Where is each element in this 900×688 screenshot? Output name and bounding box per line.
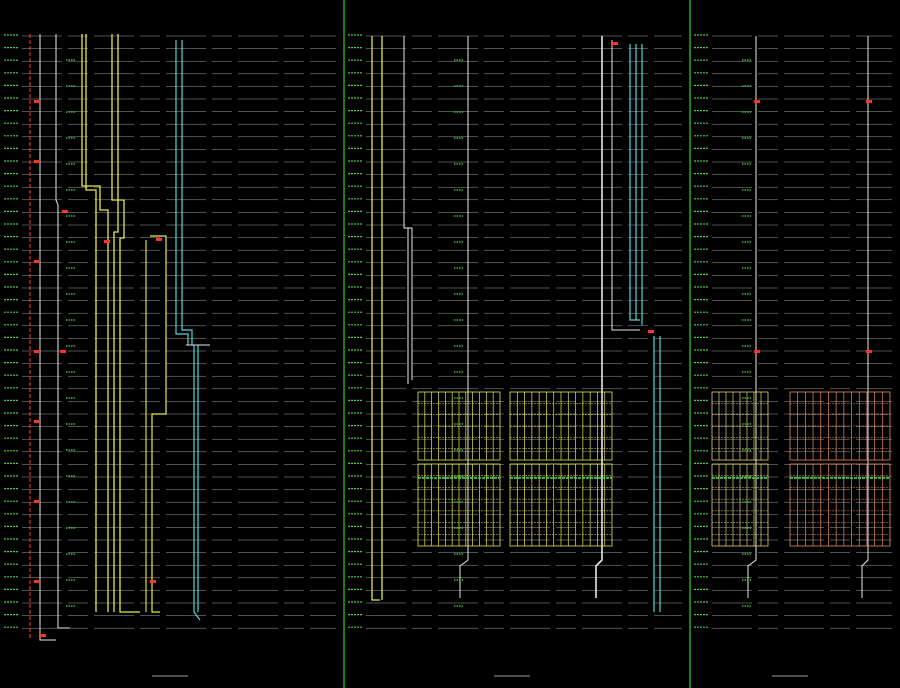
riser-pipe	[611, 40, 640, 331]
riser-pipe	[55, 34, 70, 629]
annotation-mark	[150, 580, 156, 583]
annotation-mark	[34, 580, 40, 583]
manifold-grid	[789, 463, 891, 547]
annotation-mark	[62, 210, 68, 213]
riser-pipe	[747, 36, 757, 598]
riser-pipe	[111, 34, 140, 613]
annotation-mark	[648, 330, 654, 333]
riser-pipe	[150, 235, 167, 613]
annotation-mark	[156, 238, 162, 241]
riser-pipe	[371, 36, 380, 601]
annotation-mark	[40, 634, 46, 637]
annotation-mark	[612, 42, 618, 45]
annotation-mark	[34, 260, 40, 263]
riser-pipe	[113, 34, 119, 612]
annotation-mark	[34, 100, 40, 103]
riser-pipes	[29, 34, 869, 641]
riser-pipe	[459, 36, 469, 598]
riser-pipe	[81, 34, 109, 612]
annotation-mark	[34, 500, 40, 503]
annotation-mark	[754, 350, 760, 353]
riser-pipe	[861, 36, 869, 598]
riser-pipe	[595, 36, 603, 598]
riser-pipe	[629, 44, 640, 321]
annotation-mark	[866, 350, 872, 353]
manifold-grids	[417, 391, 891, 547]
annotation-mark	[60, 350, 66, 353]
annotation-mark	[754, 100, 760, 103]
annotation-mark	[34, 160, 40, 163]
pipe-annotations	[34, 42, 872, 637]
riser-pipe	[193, 345, 201, 621]
annotation-mark	[34, 350, 40, 353]
annotation-mark	[34, 420, 40, 423]
sheet-dividers	[343, 0, 691, 688]
riser-pipe	[175, 40, 189, 345]
annotation-mark	[866, 100, 872, 103]
annotation-mark	[104, 240, 110, 243]
riser-pipe	[181, 40, 193, 345]
riser-pipe	[85, 34, 97, 612]
level-markers	[4, 34, 708, 628]
riser-pipe	[39, 34, 56, 641]
